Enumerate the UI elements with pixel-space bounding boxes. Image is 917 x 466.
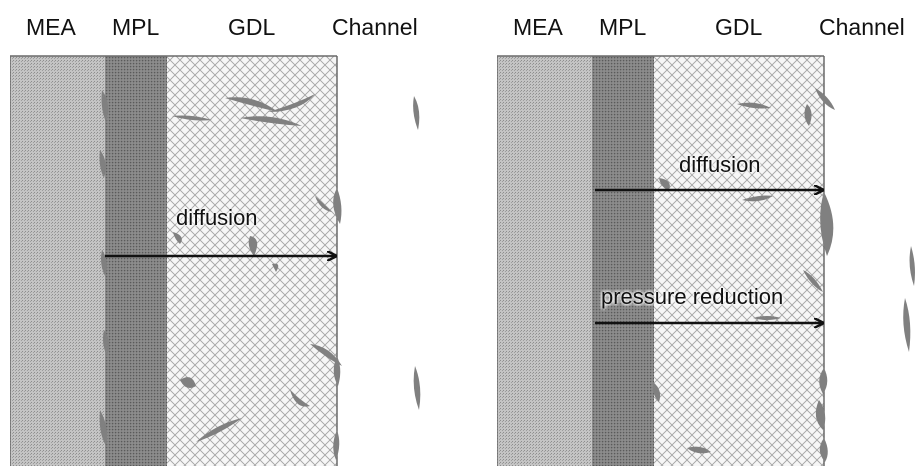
diffusion-label: diffusion [679,152,761,177]
liquid-water-droplets [99,90,421,460]
header-gdl: GDL [228,14,276,40]
diffusion-label: diffusion [176,205,258,230]
header-mea: MEA [26,14,76,40]
pressure-reduction-label: pressure reduction [601,284,784,309]
header-gdl: GDL [715,14,763,40]
diagram-panel-diffusion: MEA MPL GDL Channel [10,0,430,466]
layer-diagram [10,55,430,466]
header-mea: MEA [513,14,563,40]
mpl-layer [592,56,654,466]
liquid-water-droplets [652,88,915,462]
mea-layer [10,56,105,466]
mea-layer [497,56,592,466]
gdl-layer [654,56,824,466]
header-mpl: MPL [599,14,647,40]
channel-region [337,56,430,466]
gdl-layer [167,56,337,466]
layer-diagram [497,55,917,466]
mpl-layer [105,56,167,466]
header-channel: Channel [819,14,905,40]
channel-region [824,56,917,466]
diagram-panel-pressure-reduction: MEA MPL GDL Channel di [497,0,917,466]
header-channel: Channel [332,14,418,40]
header-mpl: MPL [112,14,160,40]
